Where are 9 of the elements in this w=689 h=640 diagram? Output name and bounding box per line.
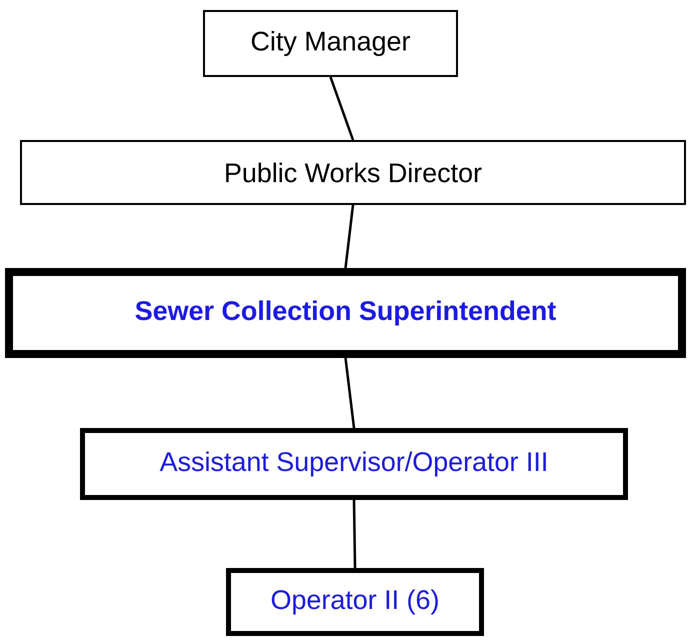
position-box: City Manager <box>203 10 458 77</box>
position-box: Operator II (6) <box>226 568 484 636</box>
position-box: Public Works Director <box>20 140 686 205</box>
position-box: Sewer Collection Superintendent <box>5 268 686 358</box>
connector-line <box>352 500 356 568</box>
position-box: Assistant Supervisor/Operator III <box>80 428 628 500</box>
connector-line <box>329 76 354 140</box>
connector-line <box>344 358 356 428</box>
connector-line <box>344 204 354 268</box>
